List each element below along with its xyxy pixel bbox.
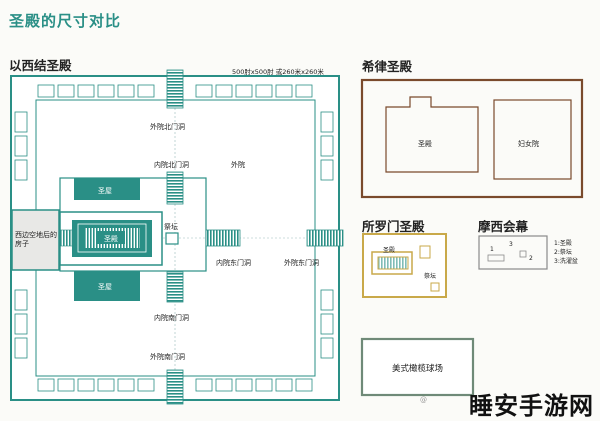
west-house-label: 西边空地后的房子 (15, 231, 57, 248)
temple-label: 圣殿 (104, 235, 118, 243)
moses-mark-2: 2 (529, 255, 533, 262)
moses-legend-2: 2:祭坛 (554, 249, 572, 256)
sacred-house-south (74, 271, 140, 301)
solomon-temple-title: 所罗门圣殿 (362, 219, 425, 234)
sacred-house-north (74, 178, 140, 200)
west-house (11, 209, 60, 271)
sacred-house-south-label: 圣屋 (98, 283, 112, 291)
altar-mark (165, 232, 179, 245)
ezekiel-temple-plan (10, 69, 344, 405)
outer-south-gate-label: 外院南门洞 (150, 353, 185, 361)
solomon-altar-label: 祭坛 (424, 273, 437, 280)
bottom-chambers (37, 378, 313, 392)
outer-court-label: 外院 (231, 161, 245, 169)
inner-north-gate-label: 内院北门洞 (154, 161, 189, 169)
top-chambers (37, 84, 313, 98)
moses-legend-3: 3:洗濯盆 (554, 258, 578, 265)
football-field-label: 美式橄榄球场 (392, 364, 444, 374)
ezekiel-temple-title: 以西结圣殿 (9, 58, 72, 73)
moses-legend-1: 1:圣殿 (554, 240, 572, 247)
page-title: 圣殿的尺寸对比 (9, 12, 122, 30)
moses-mark-3: 3 (509, 241, 513, 248)
watermark-small: @ (420, 396, 427, 404)
herod-temple-title: 希律圣殿 (362, 59, 413, 74)
outer-north-gate-label: 外院北门洞 (150, 123, 185, 131)
moses-tabernacle-plan (478, 235, 548, 270)
inner-east-gate (205, 229, 241, 247)
football-field (360, 337, 475, 397)
inner-south-gate-label: 内院南门洞 (154, 314, 189, 322)
inner-south-gate (166, 271, 184, 303)
herod-temple-plan (360, 78, 584, 199)
womens-court-label: 妇女院 (518, 140, 539, 148)
altar-label: 祭坛 (164, 223, 178, 231)
inner-north-gate (166, 171, 184, 205)
outer-south-gate (166, 369, 184, 405)
solomon-temple-label: 圣殿 (383, 247, 396, 254)
outer-north-gate (166, 69, 184, 109)
inner-east-gate-label: 内院东门洞 (216, 259, 251, 267)
side-chambers (14, 111, 334, 359)
herod-temple-label: 圣殿 (418, 140, 432, 148)
moses-tabernacle-title: 摩西会幕 (478, 219, 529, 234)
outer-east-gate-label: 外院东门洞 (284, 259, 319, 267)
watermark-brand: 睡安手游网 (469, 392, 594, 420)
solomon-temple-plan (362, 233, 447, 298)
sacred-house-north-label: 圣屋 (98, 187, 112, 195)
outer-east-gate (306, 229, 344, 247)
dimension-note: 500肘x500肘 或260米x260米 (232, 68, 324, 76)
moses-mark-1: 1 (490, 246, 494, 253)
